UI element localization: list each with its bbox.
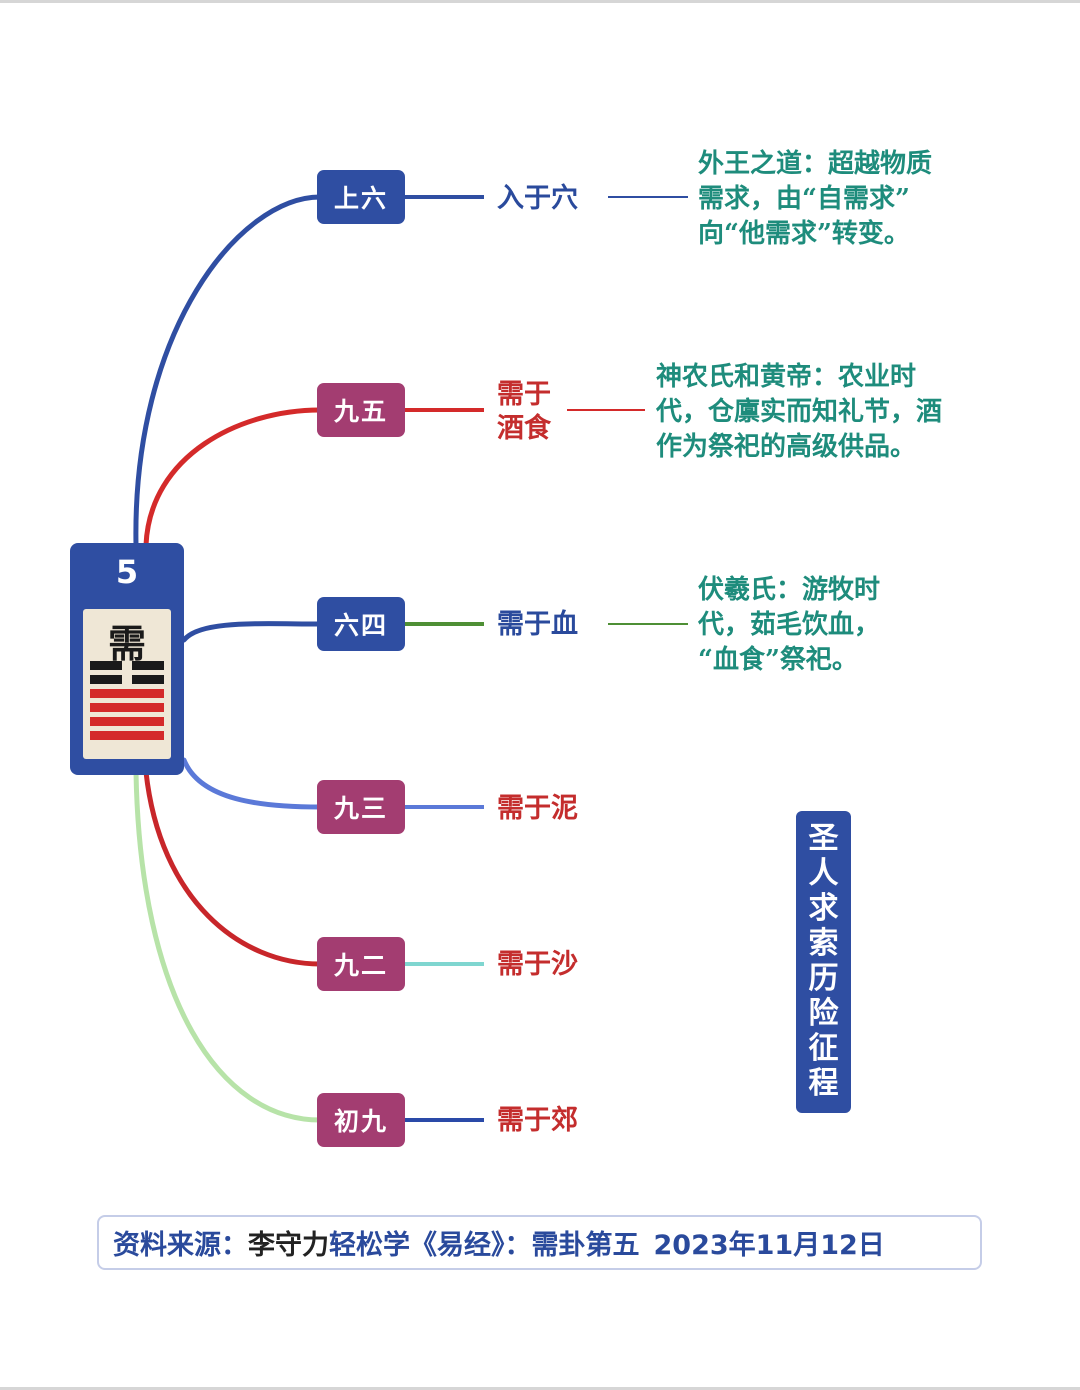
- vertical-banner: 圣 人 求 索 历 险 征 程: [796, 811, 851, 1113]
- branch-curve: [181, 621, 323, 643]
- description-1-line-2: 代，仓廪实而知礼节，酒: [656, 397, 943, 427]
- hexagram-number: 5: [115, 553, 139, 591]
- source-author: 李守力: [248, 1230, 329, 1261]
- source-date: 2023年11月12日: [653, 1230, 885, 1261]
- hexagram-yin-line-segment: [132, 675, 164, 684]
- branch-curve: [133, 769, 323, 1123]
- description-1-line-3: 作为祭祀的高级供品。: [656, 432, 917, 462]
- leaf-text-2: 需于血: [497, 609, 578, 640]
- hexagram-center-node: 5 需: [70, 543, 184, 775]
- branch-curve: [143, 407, 323, 548]
- branch-curve: [143, 769, 323, 967]
- banner-char: 征: [808, 1031, 839, 1066]
- banner-char: 人: [808, 856, 839, 891]
- bottom-frame-line: [0, 1387, 1080, 1390]
- leaf-text-1-line-2: 酒食: [497, 413, 551, 444]
- description-2-line-1: 伏羲氏：游牧时: [698, 575, 881, 605]
- line-node-nine-two: 九二: [317, 937, 405, 991]
- description-0-line-2: 需求，由“自需求”: [698, 184, 910, 214]
- leaf-text-3: 需于泥: [497, 793, 578, 824]
- hexagram-yang-line: [90, 731, 164, 740]
- source-title: 轻松学《易经》：需卦第五: [329, 1230, 640, 1261]
- banner-char: 程: [808, 1066, 839, 1101]
- line-node-nine-three: 九三: [317, 780, 405, 834]
- hexagram-yin-line-segment: [132, 661, 164, 670]
- line-node-first-nine: 初九: [317, 1093, 405, 1147]
- leaf-text-0: 入于穴: [497, 183, 578, 214]
- line-node-nine-five: 九五: [317, 383, 405, 437]
- top-frame-line: [0, 0, 1080, 3]
- hexagram-tile: 需: [83, 609, 171, 759]
- banner-char: 历: [808, 961, 839, 996]
- leaf-text-1-line-1: 需于: [497, 379, 551, 410]
- line-node-six-four: 六四: [317, 597, 405, 651]
- hexagram-yin-line-segment: [90, 661, 122, 670]
- description-1-line-1: 神农氏和黄帝：农业时: [656, 362, 917, 392]
- hexagram-yang-line: [90, 717, 164, 726]
- source-citation: 资料来源： 李守力 轻松学《易经》：需卦第五 2023年11月12日: [97, 1215, 982, 1270]
- banner-char: 求: [808, 891, 839, 926]
- hexagram-yang-line: [90, 689, 164, 698]
- source-label: 资料来源：: [113, 1230, 248, 1261]
- leaf-text-4: 需于沙: [497, 949, 578, 980]
- description-2-line-3: “血食”祭祀。: [698, 645, 858, 675]
- hexagram-yin-line-segment: [90, 675, 122, 684]
- leaf-text-5: 需于郊: [497, 1105, 578, 1136]
- line-node-top-six: 上六: [317, 170, 405, 224]
- banner-char: 险: [808, 996, 839, 1031]
- description-0-line-3: 向“他需求”转变。: [698, 219, 910, 249]
- description-0-line-1: 外王之道：超越物质: [698, 149, 933, 179]
- hexagram-yang-line: [90, 703, 164, 712]
- banner-char: 圣: [808, 821, 839, 856]
- description-2-line-2: 代，茹毛饮血，: [698, 610, 881, 640]
- hexagram-name: 需: [107, 621, 146, 666]
- banner-char: 索: [808, 926, 839, 961]
- branch-curve: [181, 757, 323, 810]
- branch-curve: [133, 194, 323, 548]
